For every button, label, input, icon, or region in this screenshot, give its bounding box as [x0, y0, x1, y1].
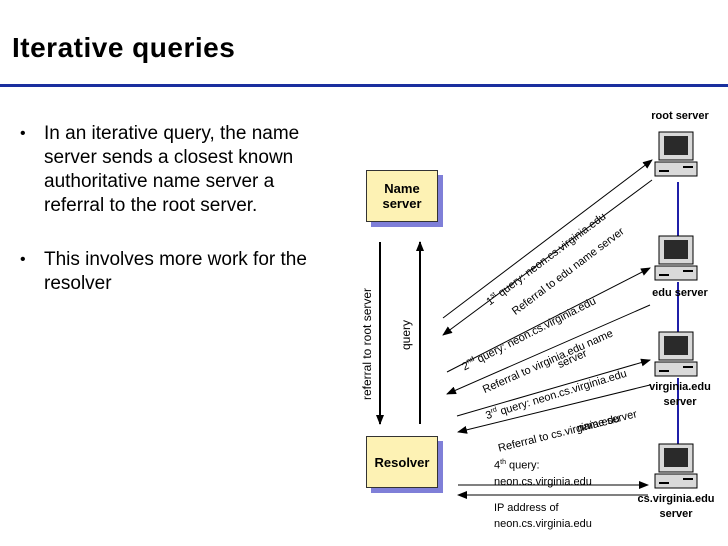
referral-2-arrow [446, 304, 651, 395]
root-server-label: root server [651, 110, 709, 122]
query-vertical-label: query [399, 319, 413, 350]
bullet-dot: • [20, 251, 26, 268]
bullet-2-text: This involves more work for the resolver [44, 249, 307, 294]
cs-server-computer-icon [654, 443, 698, 489]
query-2-arrow [446, 267, 651, 373]
root-server-computer-icon [654, 131, 698, 177]
title-underline [0, 84, 728, 87]
query-4-label: 4th query: neon.cs.virginia.edu [494, 459, 592, 488]
query-3-arrow [456, 358, 651, 417]
edu-server-computer-icon [654, 235, 698, 281]
name-server-box: Name server [366, 170, 438, 222]
page-title: Iterative queries [12, 32, 236, 63]
bullet-1-text: In an iterative query, the name server s… [44, 123, 300, 216]
referral-3-arrow [457, 384, 651, 434]
resolver-box: Resolver [366, 436, 438, 488]
referral-vertical-label: referral to root server [360, 287, 374, 400]
referral-1-arrow [442, 179, 653, 336]
virginia-server-computer-icon [654, 331, 698, 377]
bullet-dot: • [20, 125, 26, 142]
cs-server-label: cs.virginia.edu server [637, 493, 715, 520]
virginia-server-label: virginia.edu server [649, 381, 711, 408]
response-4-label: IP address of neon.cs.virginia.edu [494, 502, 592, 530]
name-server-label: Name server [382, 181, 422, 211]
edu-server-label: edu server [652, 287, 708, 299]
resolver-label: Resolver [374, 454, 430, 470]
query-1-arrow [442, 159, 653, 319]
